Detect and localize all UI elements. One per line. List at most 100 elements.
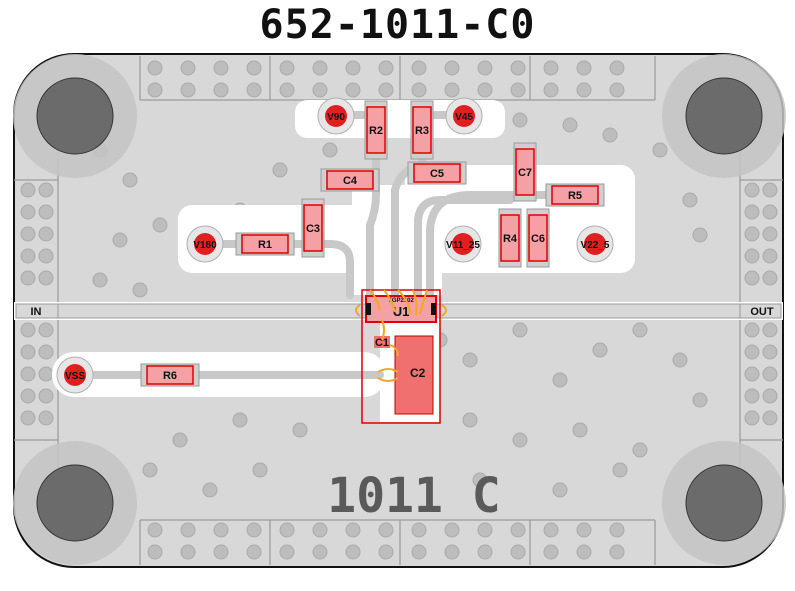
- via: [378, 82, 394, 98]
- via: [411, 82, 427, 98]
- via: [411, 544, 427, 560]
- cap-c2-label: C2: [410, 366, 426, 380]
- via: [543, 82, 559, 98]
- via: [744, 366, 760, 382]
- via: [38, 182, 54, 198]
- component-c4[interactable]: C4: [320, 168, 380, 192]
- via: [510, 60, 526, 76]
- via: [411, 522, 427, 538]
- via: [609, 544, 625, 560]
- via: [345, 82, 361, 98]
- via: [762, 322, 778, 338]
- via: [279, 82, 295, 98]
- port-label-out: OUT: [750, 306, 774, 318]
- via: [744, 226, 760, 242]
- via: [112, 232, 128, 248]
- via: [38, 270, 54, 286]
- via: [762, 388, 778, 404]
- test-point-label: V11_25: [446, 240, 480, 251]
- via: [512, 112, 528, 128]
- via: [38, 204, 54, 220]
- test-point-v45[interactable]: V45: [445, 97, 483, 135]
- via: [279, 544, 295, 560]
- component-r4[interactable]: R4: [498, 208, 522, 268]
- test-point-v180[interactable]: V180: [186, 225, 224, 263]
- mounting-hole-top-right: [662, 54, 786, 178]
- via: [20, 322, 36, 338]
- via: [744, 270, 760, 286]
- via: [38, 248, 54, 264]
- board-part-number: 652-1011-C0: [259, 2, 536, 48]
- via: [762, 182, 778, 198]
- component-c6[interactable]: C6: [526, 208, 550, 268]
- via: [378, 522, 394, 538]
- component-label: R3: [415, 125, 429, 137]
- test-point-v22_5[interactable]: V22_5: [576, 225, 614, 263]
- via: [246, 544, 262, 560]
- via: [345, 522, 361, 538]
- test-point-label: V45: [455, 112, 473, 123]
- via: [632, 322, 648, 338]
- via: [20, 226, 36, 242]
- via: [562, 117, 578, 133]
- via: [20, 366, 36, 382]
- via: [652, 142, 668, 158]
- component-c5[interactable]: C5: [407, 161, 467, 185]
- component-c7[interactable]: C7: [513, 142, 537, 202]
- via: [682, 192, 698, 208]
- via: [38, 344, 54, 360]
- component-label: R4: [503, 233, 518, 245]
- component-label: R1: [258, 239, 272, 251]
- via: [180, 522, 196, 538]
- test-point-label: V22_5: [581, 240, 610, 251]
- component-r2[interactable]: R2: [364, 100, 388, 160]
- via: [20, 410, 36, 426]
- via: [632, 442, 648, 458]
- via: [142, 462, 158, 478]
- via: [762, 410, 778, 426]
- via: [378, 544, 394, 560]
- via: [312, 60, 328, 76]
- via: [272, 162, 288, 178]
- via: [312, 544, 328, 560]
- via: [462, 352, 478, 368]
- via: [122, 172, 138, 188]
- via: [312, 522, 328, 538]
- test-point-label: VSS: [65, 371, 85, 382]
- via: [152, 217, 168, 233]
- via: [180, 82, 196, 98]
- via: [512, 432, 528, 448]
- component-r1[interactable]: R1: [235, 232, 295, 256]
- ic-ref-label: U1: [393, 304, 410, 319]
- via: [20, 248, 36, 264]
- via: [20, 270, 36, 286]
- test-point-v11_25[interactable]: V11_25: [444, 225, 482, 263]
- component-r6[interactable]: R6: [140, 363, 200, 387]
- via: [172, 432, 188, 448]
- component-label: R6: [163, 370, 177, 382]
- test-point-vss[interactable]: VSS: [56, 356, 94, 394]
- via: [462, 412, 478, 428]
- component-c3[interactable]: C3: [301, 198, 325, 258]
- via: [444, 82, 460, 98]
- component-r5[interactable]: R5: [545, 183, 605, 207]
- via: [213, 82, 229, 98]
- component-label: C4: [343, 175, 358, 187]
- test-point-v90[interactable]: V90: [317, 97, 355, 135]
- via: [472, 472, 488, 488]
- via: [576, 522, 592, 538]
- via: [744, 182, 760, 198]
- via: [312, 82, 328, 98]
- via: [444, 544, 460, 560]
- bond-wires: [355, 289, 447, 382]
- ic-part-number: TGP2102: [388, 298, 414, 304]
- via: [345, 544, 361, 560]
- via: [477, 82, 493, 98]
- via: [444, 522, 460, 538]
- via: [744, 248, 760, 264]
- via: [246, 522, 262, 538]
- component-r3[interactable]: R3: [410, 100, 434, 160]
- via: [510, 544, 526, 560]
- via: [762, 344, 778, 360]
- via: [444, 60, 460, 76]
